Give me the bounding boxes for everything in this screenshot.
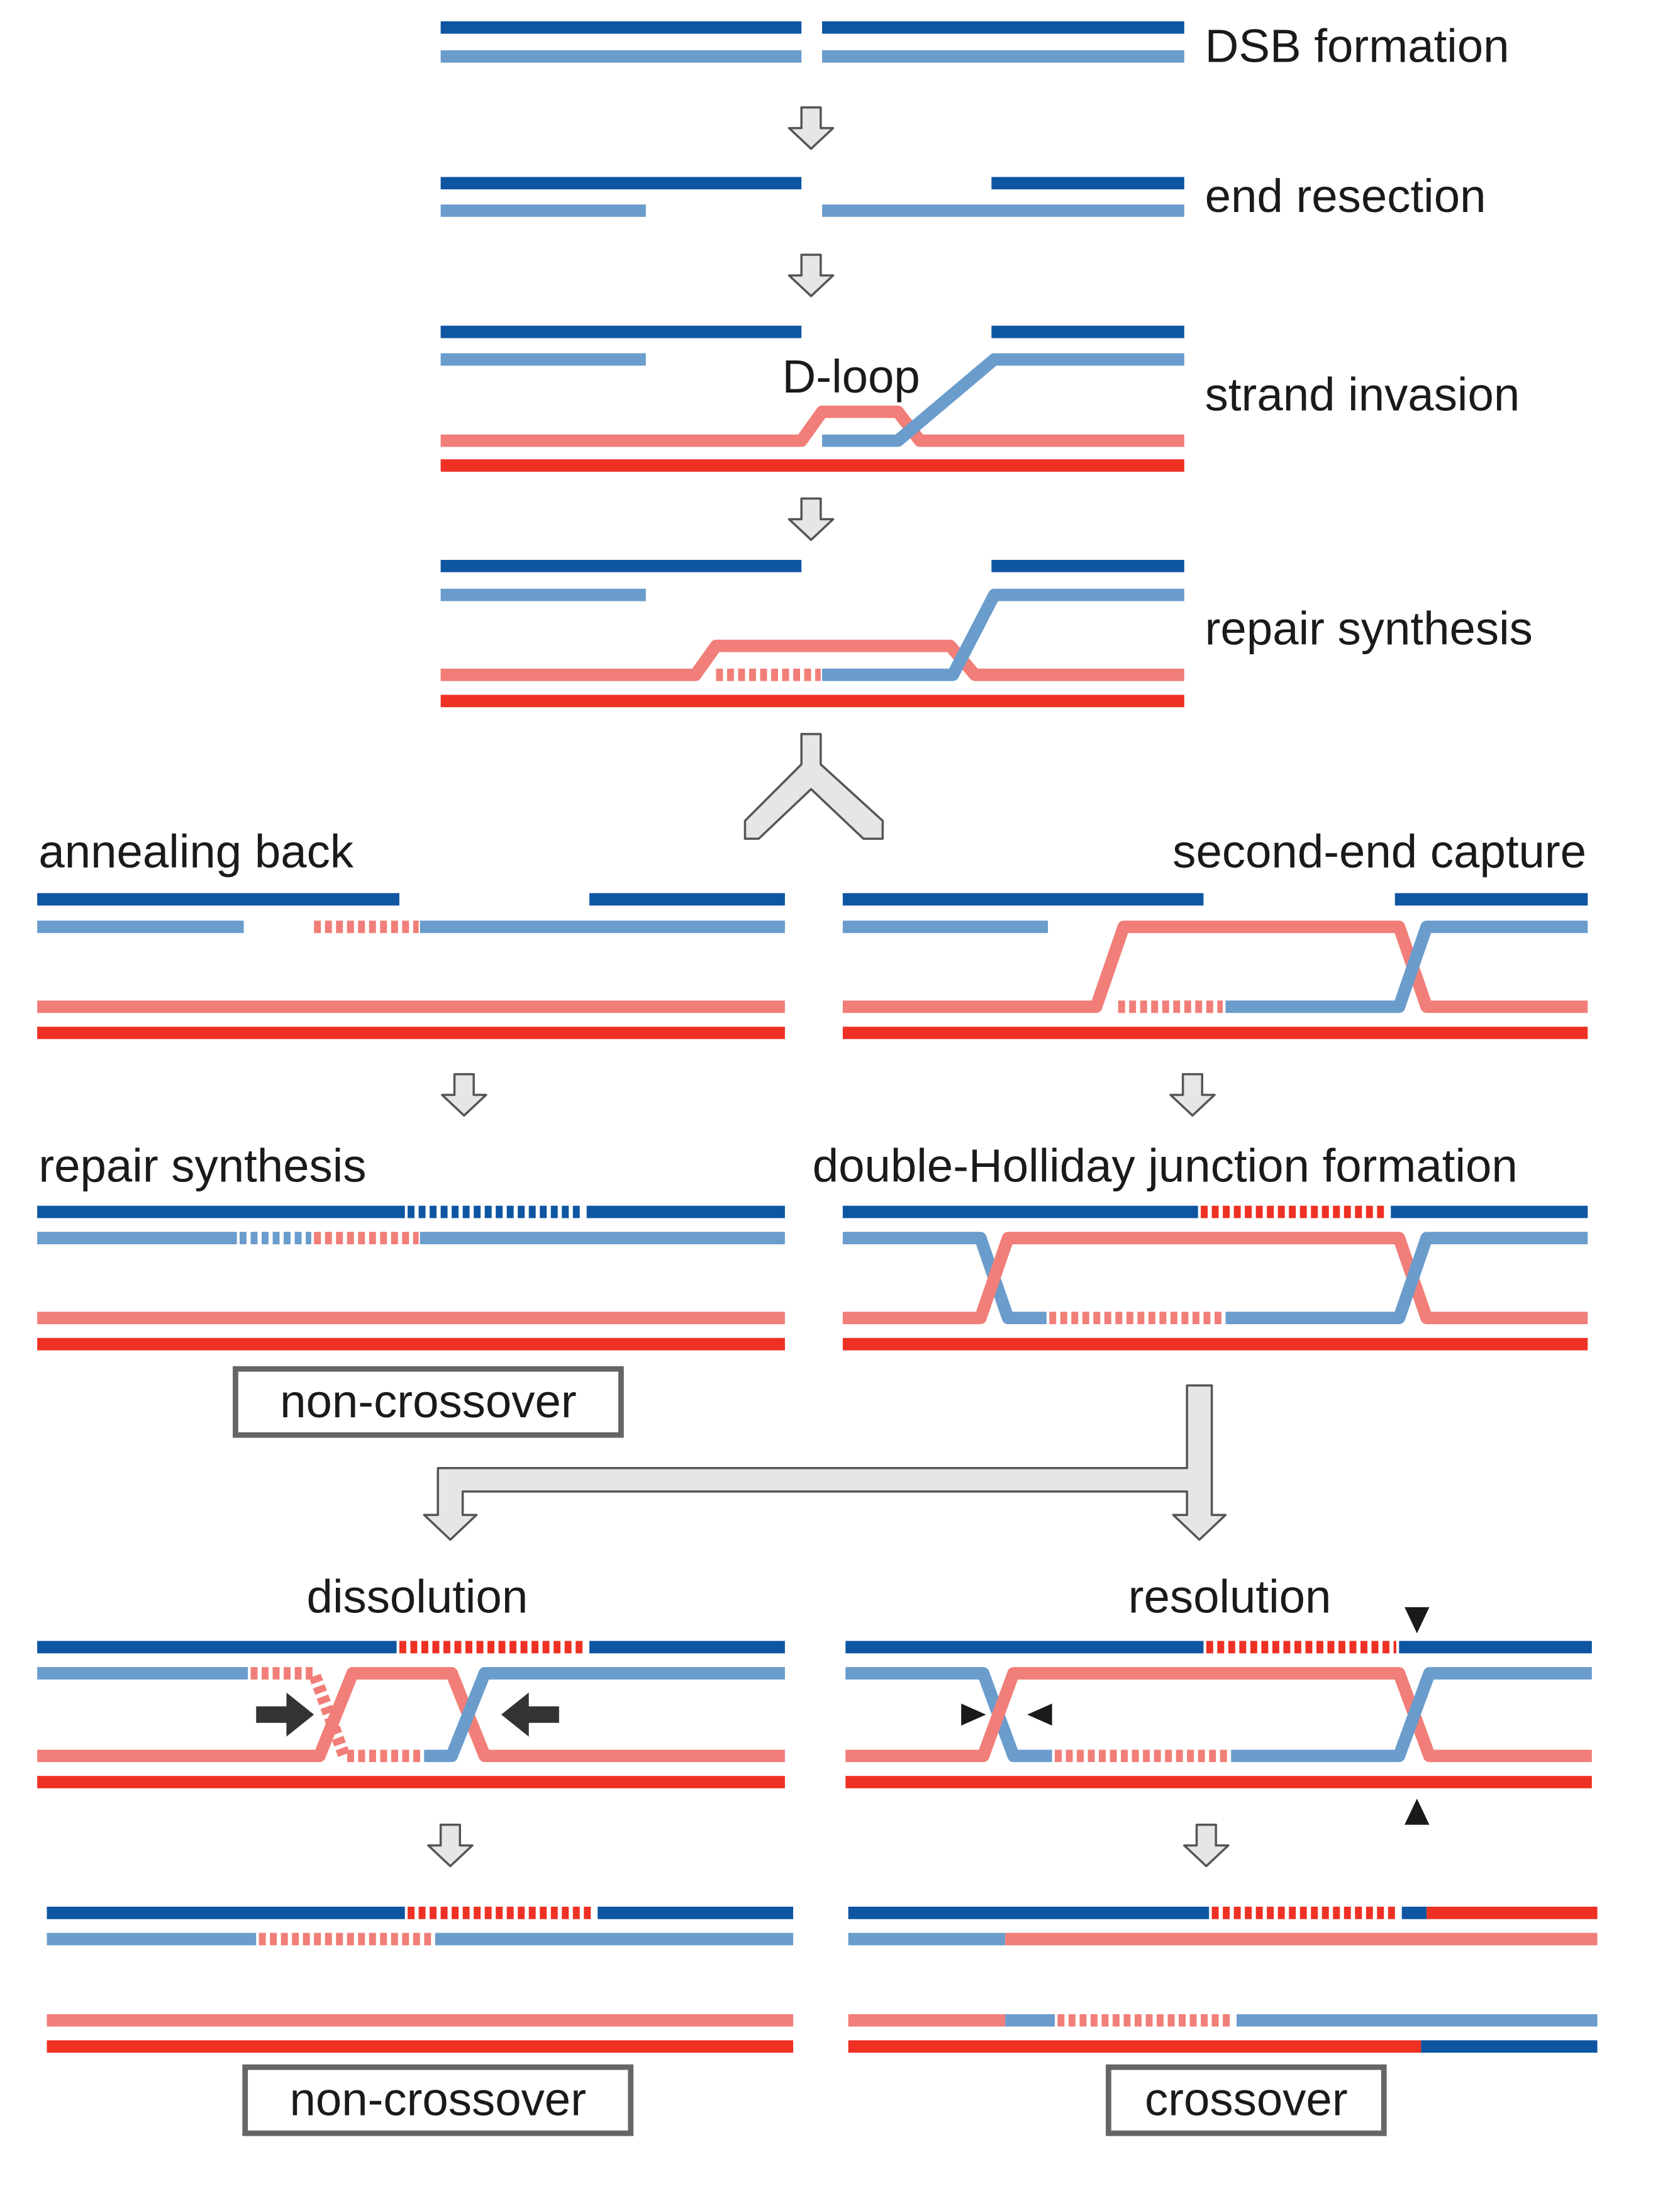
cut-site-pointer-icon (1405, 1607, 1430, 1634)
second-end-capture-label: second-end capture (1172, 825, 1586, 878)
resolution-duplex (845, 1641, 1592, 1788)
d-loop-label: D-loop (782, 350, 920, 403)
dissolution-product-duplex (47, 1907, 794, 2053)
non-crossover-box-bottom (242, 2064, 634, 2136)
dhj-duplex (842, 1205, 1588, 1351)
cut-site-pointer-icon (961, 1704, 986, 1726)
crossover-label: crossover (1145, 2073, 1348, 2126)
resolution-label: resolution (1128, 1571, 1332, 1623)
down-arrow-icon (787, 106, 835, 150)
repair-synthesis-top-label: repair synthesis (1205, 603, 1533, 655)
dhj-formation-label: double-Holliday junction formation (813, 1139, 1518, 1191)
dsb-formation-label: DSB formation (1205, 20, 1510, 72)
end-resection-label: end resection (1205, 170, 1486, 222)
fork-arrow-icon (743, 733, 884, 840)
down-arrow-icon (1169, 1073, 1216, 1117)
crossover-box (1106, 2064, 1387, 2136)
second-end-capture-duplex (842, 893, 1588, 1039)
strand-invasion-label: strand invasion (1205, 368, 1520, 420)
migration-arrow-left-icon (501, 1692, 559, 1737)
annealing-back-label: annealing back (38, 825, 353, 878)
non-crossover-label-bottom: non-crossover (289, 2073, 586, 2126)
split-arrow-icon (423, 1384, 1227, 1541)
repair-synthesis-left-label: repair synthesis (38, 1139, 366, 1191)
down-arrow-icon (787, 254, 835, 298)
dissolution-label: dissolution (307, 1571, 528, 1623)
dsb-formation-duplex (440, 21, 1184, 63)
repair-synthesis-duplex (440, 559, 1184, 708)
dissolution-duplex (37, 1641, 785, 1788)
resolution-product-duplex (848, 1907, 1598, 2053)
non-crossover-box-left (233, 1366, 624, 1438)
cut-site-pointer-icon (1405, 1798, 1430, 1825)
down-arrow-icon (1183, 1824, 1230, 1868)
end-resection-duplex (440, 177, 1184, 217)
down-arrow-icon (427, 1824, 474, 1868)
strand-invasion-duplex (440, 325, 1184, 472)
repair-synthesis-left-duplex (37, 1205, 785, 1351)
down-arrow-icon (787, 497, 835, 541)
cut-site-pointer-icon (1027, 1704, 1052, 1726)
migration-arrow-right-icon (256, 1692, 314, 1737)
annealing-back-duplex (37, 893, 785, 1039)
down-arrow-icon (441, 1073, 487, 1117)
non-crossover-label-left: non-crossover (280, 1375, 577, 1427)
